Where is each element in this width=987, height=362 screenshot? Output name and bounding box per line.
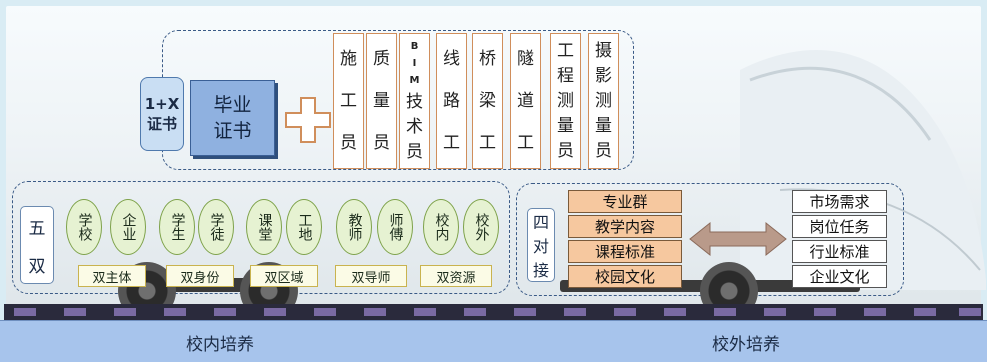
four-docking-label: 四 对 接 <box>527 208 555 282</box>
school-item-teaching-content: 教学内容 <box>568 215 682 238</box>
oval-text: 课堂 <box>256 213 273 241</box>
dual-region-label: 双区域 <box>250 265 318 287</box>
oval-text: 教师 <box>346 213 363 241</box>
oval-classroom: 课堂 <box>246 199 282 255</box>
oval-on-campus: 校内 <box>423 199 459 255</box>
dual-identity-label: 双身份 <box>166 265 234 287</box>
oval-text: 企业 <box>120 213 137 241</box>
oval-text: 学生 <box>169 213 186 241</box>
oval-text: 师傅 <box>387 213 404 241</box>
industry-item-job-tasks: 岗位任务 <box>792 215 887 238</box>
oval-student: 学生 <box>159 199 195 255</box>
industry-item-enterprise-culture: 企业文化 <box>792 265 887 288</box>
oval-off-campus: 校外 <box>463 199 499 255</box>
rail-track <box>4 304 983 320</box>
double-arrow-icon <box>689 221 787 257</box>
dual-subject-label: 双主体 <box>78 265 146 287</box>
oval-worksite: 工地 <box>286 199 322 255</box>
cert-photogrammetry-surveyor: 摄影测量员 <box>588 33 619 169</box>
school-item-campus-culture: 校园文化 <box>568 265 682 288</box>
oval-master: 师傅 <box>377 199 413 255</box>
graduation-certificate-box: 毕业 证书 <box>190 80 275 156</box>
oval-teacher: 教师 <box>336 199 372 255</box>
school-item-course-standard: 课程标准 <box>568 240 682 263</box>
cert-quality-inspector: 质量员 <box>366 33 397 169</box>
cert-track-worker: 线路工 <box>436 33 467 169</box>
dual-mentor-label: 双导师 <box>335 265 407 287</box>
school-item-major-cluster: 专业群 <box>568 190 682 213</box>
industry-item-market-demand: 市场需求 <box>792 190 887 213</box>
off-campus-training-label: 校外培养 <box>712 335 780 355</box>
oval-text: 学徒 <box>208 213 225 241</box>
plus-icon <box>285 97 331 143</box>
oval-text: 工地 <box>296 213 313 241</box>
oval-text: 校内 <box>433 213 450 241</box>
one-plus-x-certificate-box: 1+X 证书 <box>140 77 184 151</box>
five-dual-label: 五 双 <box>20 206 54 284</box>
bottom-bar <box>0 320 987 362</box>
cert-construction-worker: 施工员 <box>333 33 364 169</box>
dual-resource-label: 双资源 <box>420 265 492 287</box>
oval-text: 校外 <box>473 213 490 241</box>
oval-text: 学校 <box>76 213 93 241</box>
one-plus-x-certificate-label: 证书 <box>146 115 177 133</box>
cert-tunnel-worker: 隧道工 <box>510 33 541 169</box>
on-campus-training-label: 校内培养 <box>186 335 254 355</box>
oval-enterprise: 企业 <box>110 199 146 255</box>
one-plus-x-label: 1+X <box>144 95 180 113</box>
industry-item-industry-standard: 行业标准 <box>792 240 887 263</box>
graduation-line1: 毕业 <box>213 94 252 116</box>
oval-apprentice: 学徒 <box>198 199 234 255</box>
cert-engineering-surveyor: 工程测量员 <box>550 33 581 169</box>
oval-school: 学校 <box>66 199 102 255</box>
graduation-line2: 证书 <box>213 120 252 142</box>
cert-bridge-worker: 桥梁工 <box>472 33 503 169</box>
